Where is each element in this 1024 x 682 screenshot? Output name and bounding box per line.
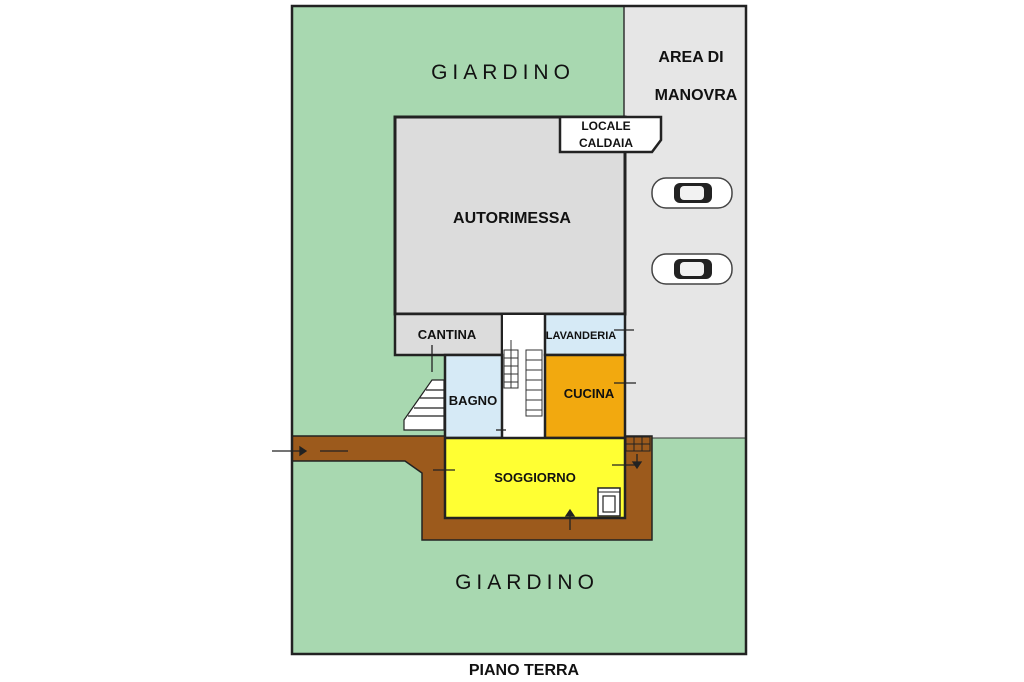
car-icon [651, 177, 733, 209]
boiler-label-line2: CALDAIA [579, 136, 633, 150]
bathroom-label: BAGNO [449, 393, 497, 408]
living-room [443, 436, 627, 520]
kitchen-label: CUCINA [564, 386, 615, 401]
boiler-room [558, 115, 663, 154]
laundry-label: LAVANDERIA [546, 330, 617, 342]
drain-grate [625, 436, 651, 452]
garage-label: AUTORIMESSA [453, 210, 571, 227]
stair-steps [503, 340, 543, 417]
kitchen-room [543, 353, 627, 440]
maneuver-label-line1: AREA DI [658, 49, 723, 66]
cellar-room [393, 312, 504, 357]
garden-top-label: GIARDINO [431, 61, 575, 84]
car-icon [651, 253, 733, 285]
boiler-label-line1: LOCALE [581, 119, 630, 133]
fireplace-icon [597, 487, 621, 517]
outer-stair [403, 379, 445, 431]
garden-bottom-label: GIARDINO [455, 571, 599, 594]
staircase [501, 313, 546, 439]
maneuver-label-line2: MANOVRA [655, 87, 738, 104]
cellar-label: CANTINA [418, 327, 477, 342]
laundry-room [543, 312, 627, 357]
maneuver-area [624, 6, 746, 438]
site-boundary [290, 4, 748, 656]
plan-title: PIANO TERRA [469, 662, 580, 679]
living-label: SOGGIORNO [494, 470, 576, 485]
bathroom-room [443, 353, 504, 440]
entrance-arrows [272, 329, 643, 530]
